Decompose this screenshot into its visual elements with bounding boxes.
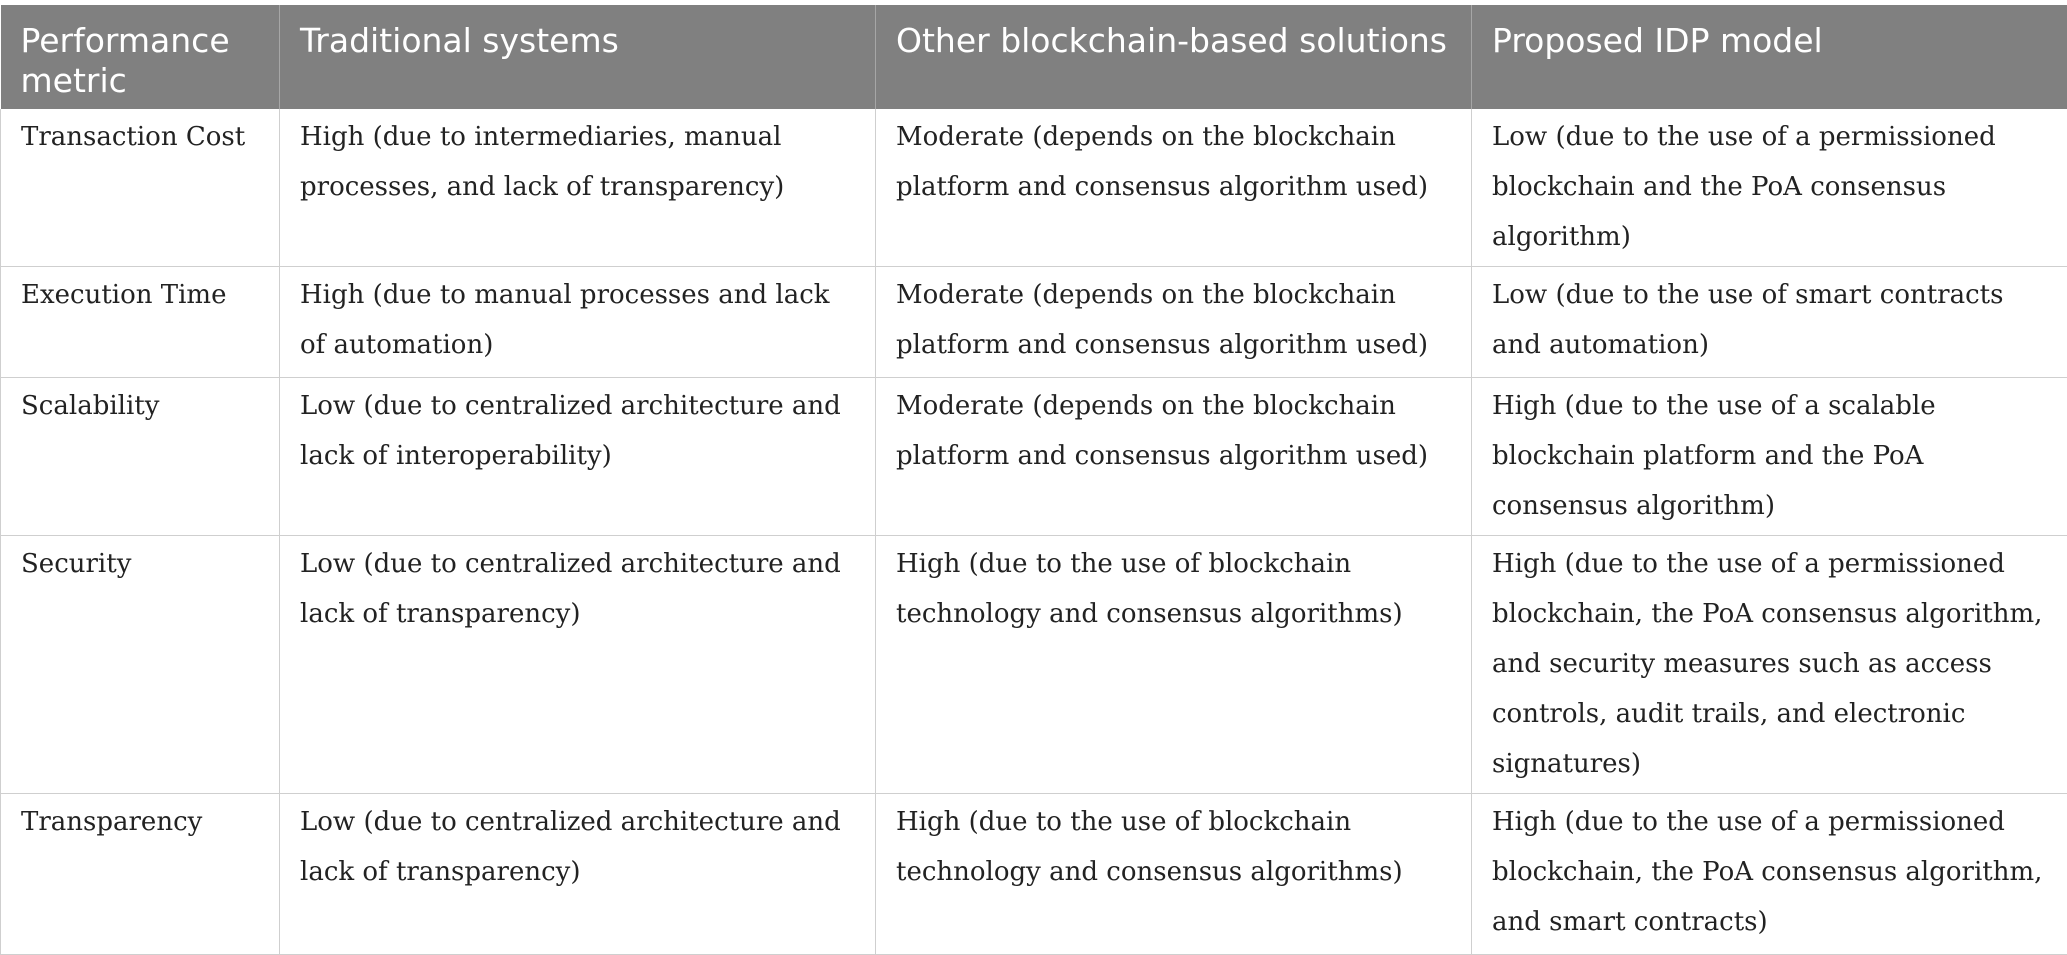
cell-proposed: High (due to the use of a permissioned b… [1472,536,2067,794]
cell-proposed: Low (due to the use of smart contracts a… [1472,267,2067,378]
table-row: Security Low (due to centralized archite… [1,536,2067,794]
cell-metric: Transaction Cost [1,109,280,267]
cell-other-blockchain: Moderate (depends on the blockchain plat… [876,267,1472,378]
cell-other-blockchain: High (due to the use of blockchain techn… [876,536,1472,794]
cell-other-blockchain: Moderate (depends on the blockchain plat… [876,378,1472,536]
cell-proposed: High (due to the use of a permissioned b… [1472,794,2067,955]
header-row: Performance metric Traditional systems O… [1,5,2067,109]
header-other-blockchain-solutions: Other blockchain-based solutions [876,5,1472,109]
header-proposed-idp-model: Proposed IDP model [1472,5,2067,109]
cell-metric: Transparency [1,794,280,955]
table-body: Transaction Cost High (due to intermedia… [1,109,2067,955]
comparison-table: Performance metric Traditional systems O… [0,5,2067,955]
cell-metric: Execution Time [1,267,280,378]
cell-other-blockchain: Moderate (depends on the blockchain plat… [876,109,1472,267]
cell-metric: Security [1,536,280,794]
header-traditional-systems: Traditional systems [280,5,876,109]
cell-traditional: Low (due to centralized architecture and… [280,536,876,794]
cell-proposed: Low (due to the use of a permissioned bl… [1472,109,2067,267]
table-row: Execution Time High (due to manual proce… [1,267,2067,378]
cell-metric: Scalability [1,378,280,536]
cell-traditional: High (due to manual processes and lack o… [280,267,876,378]
cell-traditional: High (due to intermediaries, manual proc… [280,109,876,267]
cell-traditional: Low (due to centralized architecture and… [280,378,876,536]
table-row: Scalability Low (due to centralized arch… [1,378,2067,536]
page: Performance metric Traditional systems O… [0,0,2067,840]
table-header: Performance metric Traditional systems O… [1,5,2067,109]
header-performance-metric: Performance metric [1,5,280,109]
table-row: Transparency Low (due to centralized arc… [1,794,2067,955]
table-row: Transaction Cost High (due to intermedia… [1,109,2067,267]
cell-proposed: High (due to the use of a scalable block… [1472,378,2067,536]
cell-other-blockchain: High (due to the use of blockchain techn… [876,794,1472,955]
cell-traditional: Low (due to centralized architecture and… [280,794,876,955]
